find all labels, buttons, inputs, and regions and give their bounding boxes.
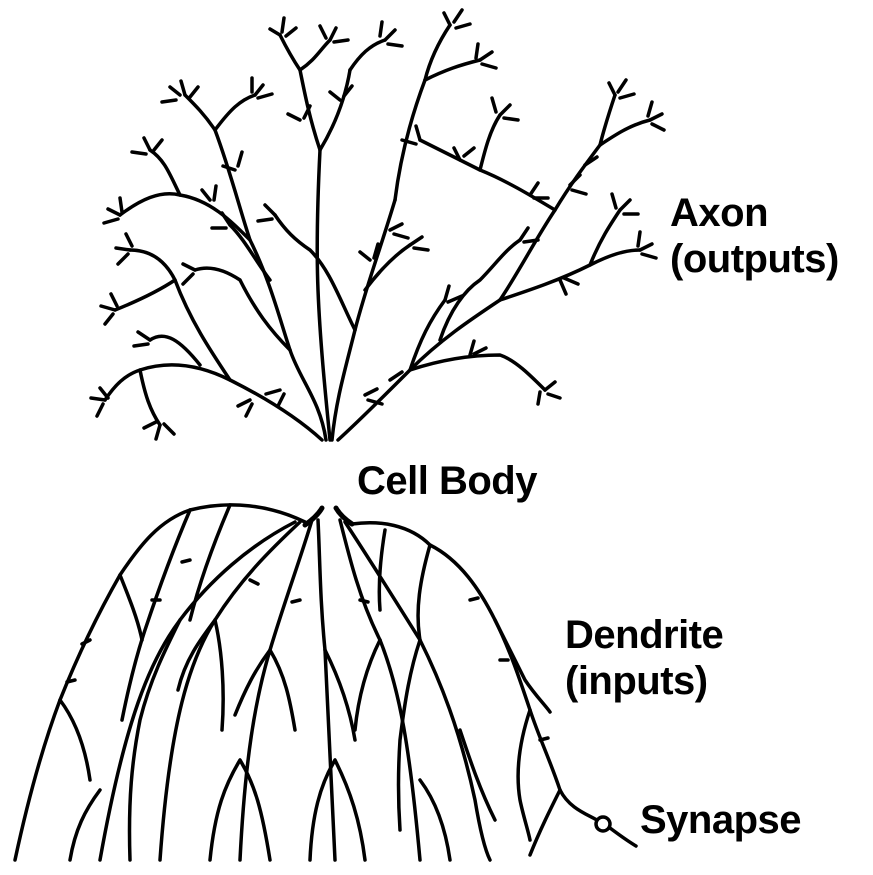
synapse-label-text: Synapse [640, 797, 801, 843]
cell-body-label-text: Cell Body [357, 458, 537, 504]
cell-body-shape [305, 438, 352, 525]
dendrite-label-line2: (inputs) [565, 658, 723, 704]
axon-label-line2: (outputs) [670, 236, 839, 282]
cell-body-label: Cell Body [357, 458, 537, 504]
axon-label-line1: Axon [670, 190, 839, 236]
synapse-marker [596, 817, 636, 846]
synapse-label: Synapse [640, 797, 801, 843]
axon-label: Axon (outputs) [670, 190, 839, 282]
axon-branches [91, 10, 664, 440]
dendrite-label: Dendrite (inputs) [565, 612, 723, 704]
dendrite-label-line1: Dendrite [565, 612, 723, 658]
dendrite-branches [15, 505, 600, 860]
